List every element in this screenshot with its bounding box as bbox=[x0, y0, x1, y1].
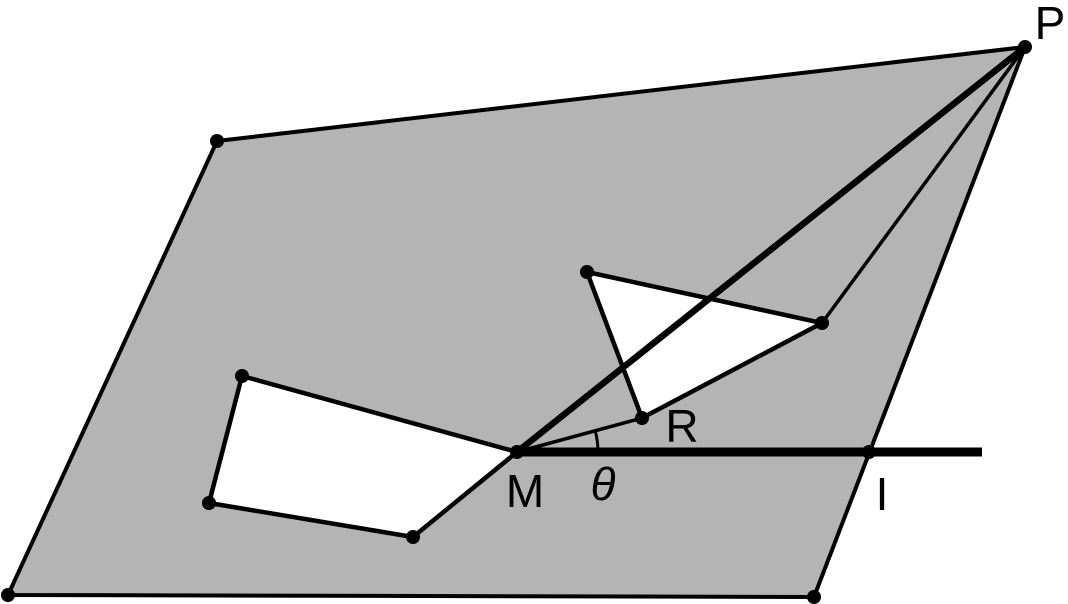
segment-P-triangle-vertex bbox=[820, 45, 1027, 325]
inner-triangle bbox=[583, 268, 829, 422]
segment-M-P bbox=[514, 44, 1028, 455]
quad-vertex-bottom bbox=[406, 530, 420, 544]
label-R: R bbox=[665, 400, 698, 452]
label-I: I bbox=[876, 468, 889, 520]
segment-M-R bbox=[516, 416, 643, 454]
point-M bbox=[510, 445, 524, 459]
quad-vertex-top bbox=[235, 369, 249, 383]
label-P: P bbox=[1035, 0, 1066, 49]
plane-corner-top-left bbox=[210, 134, 224, 148]
label-theta: θ bbox=[591, 458, 616, 510]
plane-corner-bottom-left bbox=[1, 588, 15, 602]
triangle-vertex-right bbox=[815, 316, 829, 330]
plane-corner-bottom-right bbox=[807, 590, 821, 604]
point-P bbox=[1018, 40, 1032, 54]
label-M: M bbox=[506, 465, 544, 517]
triangle-vertex-top bbox=[580, 265, 594, 279]
point-I bbox=[862, 445, 876, 459]
point-R bbox=[635, 411, 649, 425]
quad-vertex-left bbox=[202, 496, 216, 510]
